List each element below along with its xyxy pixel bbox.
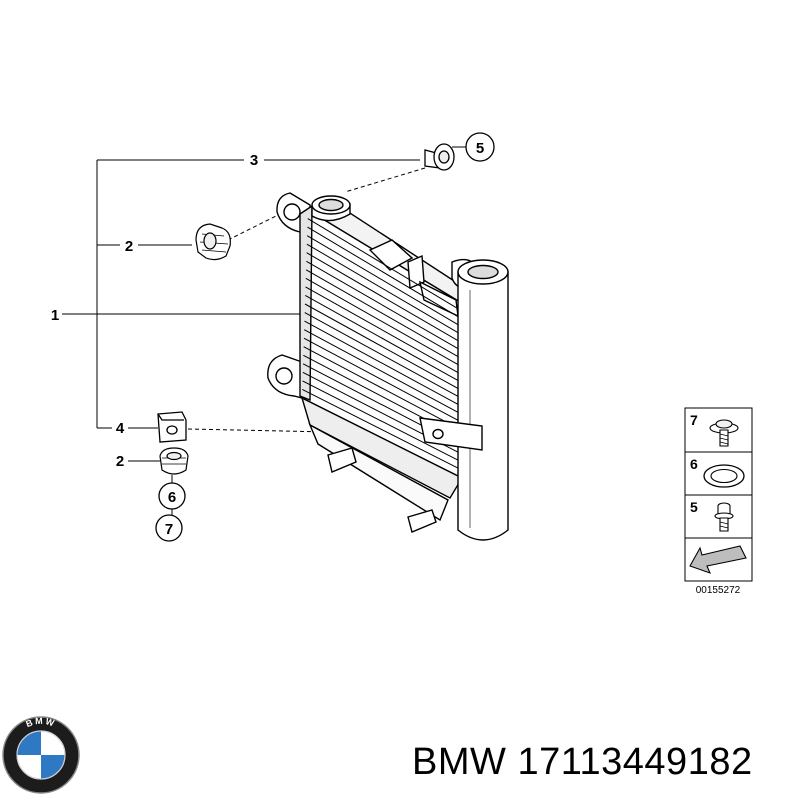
- bolt-icon: [714, 502, 734, 532]
- cooler-fin: [303, 329, 464, 416]
- circled-callout-7-label: 7: [165, 521, 173, 538]
- cooler-fin: [305, 295, 464, 385]
- direction-arrow-icon: [689, 545, 747, 574]
- cooler-fin: [302, 380, 463, 463]
- bolt-part-3: [424, 143, 455, 171]
- circled-callout-6: 6: [158, 482, 186, 510]
- oil-cooler-illustration: [267, 192, 479, 533]
- logo-letters: BMW: [24, 716, 55, 729]
- callout-2-upper: 2: [125, 238, 133, 255]
- part-caption: BMW 17113449182: [412, 735, 753, 789]
- cooler-fin: [304, 303, 464, 392]
- cooler-fin: [307, 226, 465, 322]
- cooler-fin: [305, 269, 465, 361]
- cooler-fin: [305, 286, 465, 377]
- caption-part-number: 17113449182: [517, 741, 753, 783]
- cooler-fin: [306, 235, 465, 330]
- cooler-fin: [303, 346, 464, 432]
- circled-callout-5-label: 5: [476, 140, 484, 157]
- callout-3: 3: [250, 152, 258, 169]
- cooler-fin: [302, 389, 463, 471]
- svg-text:BMW: BMW: [24, 716, 57, 729]
- circled-callout-6-label: 6: [168, 489, 176, 506]
- o-ring-icon: [703, 464, 745, 488]
- parts-legend: 7 6 5: [684, 407, 753, 582]
- cooler-pipe: [419, 259, 509, 541]
- callout-1: 1: [51, 307, 59, 324]
- cooler-fin: [305, 277, 465, 369]
- cooler-fin: [303, 337, 464, 424]
- grommet-part-2-upper: [195, 223, 231, 261]
- cooler-fin: [306, 260, 465, 353]
- caption-brand: BMW: [412, 741, 507, 783]
- clip-part-4: [157, 411, 187, 443]
- legend-item-5: 5: [690, 499, 698, 515]
- bmw-logo: BMW: [2, 716, 80, 794]
- cooler-fin: [307, 218, 466, 314]
- circled-callout-5: 5: [465, 132, 495, 162]
- callout-2-lower: 2: [116, 453, 124, 470]
- circled-callout-7: 7: [155, 514, 183, 542]
- cooler-fins: [302, 218, 466, 471]
- cooler-fin: [306, 243, 465, 337]
- grommet-part-2-lower: [159, 447, 189, 475]
- callout-4: 4: [116, 420, 125, 437]
- legend-item-7: 7: [690, 412, 698, 428]
- cooler-fin: [306, 252, 465, 345]
- cooler-fin: [304, 320, 464, 408]
- reference-code: 00155272: [696, 585, 741, 596]
- legend-item-6: 6: [690, 456, 698, 472]
- screw-washer-icon: [709, 419, 739, 447]
- cooler-fin: [304, 312, 464, 400]
